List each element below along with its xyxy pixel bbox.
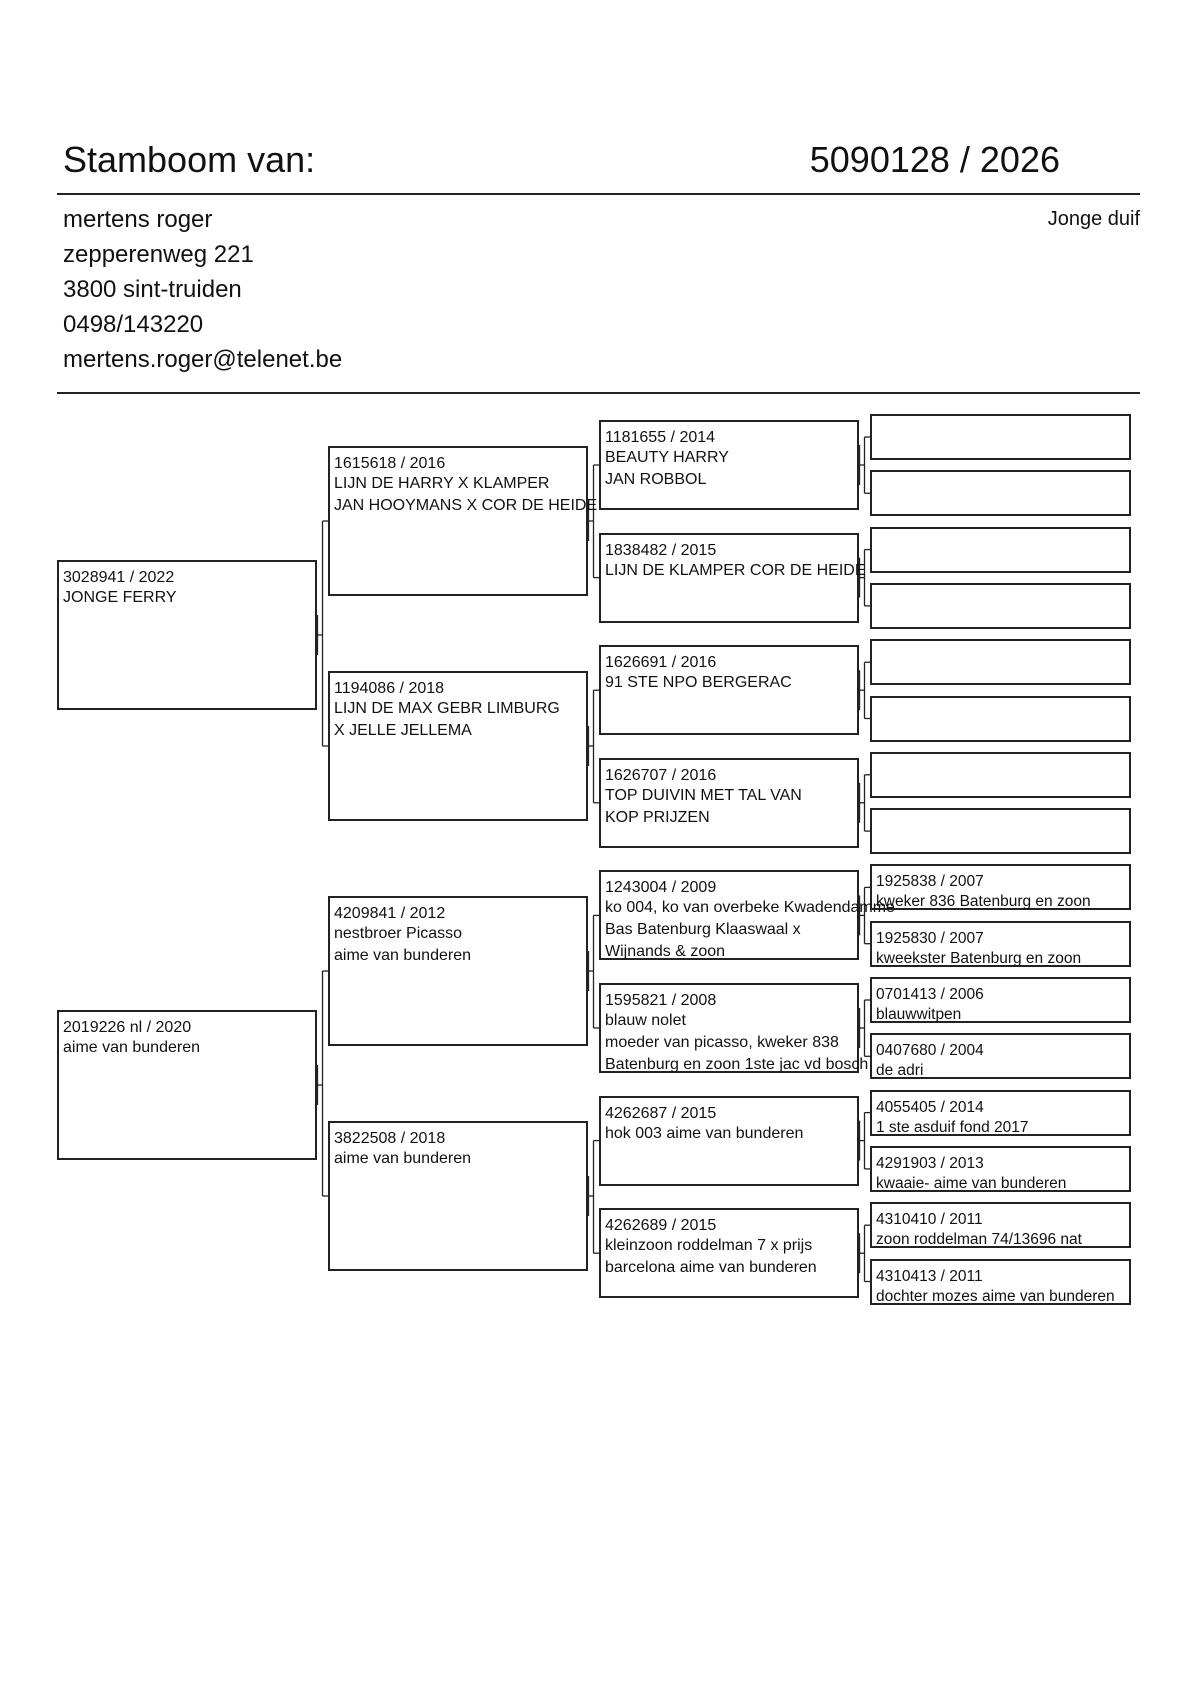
pedigree-note: LIJN DE KLAMPER COR DE HEIDE	[605, 561, 866, 579]
page-title: Stamboom van:	[63, 139, 316, 180]
pedigree-note: Wijnands & zoon	[605, 943, 726, 961]
pedigree-note: JAN ROBBOL	[605, 471, 707, 488]
pedigree-box-g4-3	[870, 526, 1131, 573]
pedigree-box-g4-8	[870, 808, 1131, 855]
pedigree-ring-number: 1838482 / 2015	[605, 541, 717, 559]
pedigree-note: barcelona aime van bunderen	[605, 1259, 817, 1277]
pedigree-ring-number: 4310410 / 2011	[876, 1211, 983, 1229]
owner-street: zepperenweg 221	[63, 241, 254, 268]
pedigree-ring-number: 4055405 / 2014	[876, 1098, 984, 1116]
pedigree-ring-number: 4262689 / 2015	[605, 1217, 717, 1235]
owner-divider	[57, 392, 1140, 394]
pedigree-box-g4-9: 1925838 / 2007 kweker 836 Batenburg en zo…	[870, 864, 1131, 911]
pedigree-note: blauw nolet	[605, 1012, 686, 1029]
owner-phone: 0498/143220	[63, 311, 204, 338]
pedigree-note: blauwwitpen	[876, 1006, 962, 1023]
pedigree-note: BEAUTY HARRY	[605, 449, 729, 466]
subject-ring-number: 5090128 / 2026	[809, 139, 1060, 180]
pedigree-ring-number: 4209841 / 2012	[334, 905, 446, 922]
pedigree-ring-number: 4262687 / 2015	[605, 1104, 717, 1122]
pedigree-box-ggp3: 1626691 / 2016 91 STE NPO BERGERAC	[599, 645, 859, 736]
pedigree-note: X JELLE JELLEMA	[334, 722, 472, 739]
pedigree-note: moeder van picasso, kweker 838	[605, 1034, 839, 1051]
pedigree-note: hok 003 aime van bunderen	[605, 1124, 804, 1142]
pedigree-note: kwaaie- aime van bunderen	[876, 1174, 1067, 1192]
pedigree-box-p2: 2019226 nl / 2020 aime van bunderen	[57, 1010, 317, 1160]
pedigree-note: LIJN DE HARRY X KLAMPER	[334, 475, 550, 492]
pedigree-note: Batenburg en zoon 1ste jac vd bosch	[605, 1056, 869, 1073]
pedigree-ring-number: 4291903 / 2013	[876, 1154, 984, 1172]
pedigree-box-gp4: 3822508 / 2018 aime van bunderen	[328, 1121, 588, 1271]
pedigree-ring-number: 0701413 / 2006	[876, 986, 984, 1003]
pedigree-note: kleinzoon roddelman 7 x prijs	[605, 1237, 813, 1255]
pedigree-ring-number: 1595821 / 2008	[605, 992, 717, 1009]
header-divider	[57, 193, 1140, 195]
pedigree-box-g4-10: 1925830 / 2007 kweekster Batenburg en zoo…	[870, 920, 1131, 967]
pedigree-note: ko 004, ko van overbeke Kwadendamme	[605, 899, 895, 917]
pedigree-box-ggp5: 1243004 / 2009 ko 004, ko van overbeke Kw…	[599, 870, 895, 961]
pedigree-note: LIJN DE MAX GEBR LIMBURG	[334, 700, 560, 717]
pedigree-ring-number: 1243004 / 2009	[605, 879, 717, 897]
pedigree-note: dochter mozes aime van bunderen	[876, 1287, 1115, 1305]
pedigree-box-g4-6	[870, 695, 1131, 742]
pedigree-note: kweekster Batenburg en zoon	[876, 949, 1082, 967]
pedigree-box-ggp7: 4262687 / 2015 hok 003 aime van bunderen	[599, 1095, 859, 1186]
pedigree-box-g4-1	[870, 414, 1131, 460]
pigeon-category: Jonge duif	[1047, 208, 1140, 230]
pedigree-note: zoon roddelman 74/13696 nat	[876, 1231, 1082, 1249]
pedigree-box-g4-14: 4291903 / 2013 kwaaie- aime van bunderen	[870, 1145, 1131, 1192]
pedigree-ring-number: 1925838 / 2007	[876, 873, 984, 891]
pedigree-ring-number: 4310413 / 2011	[876, 1267, 983, 1285]
pedigree-box-ggp8: 4262689 / 2015 kleinzoon roddelman 7 x pr…	[599, 1208, 859, 1299]
pedigree-box-g4-11: 0701413 / 2006 blauwwitpen	[870, 977, 1131, 1023]
pedigree-note: 91 STE NPO BERGERAC	[605, 674, 792, 692]
pedigree-note: 1 ste asduif fond 2017	[876, 1118, 1029, 1136]
pedigree-note: de adri	[876, 1062, 924, 1080]
pedigree-note: aime van bunderen	[334, 947, 471, 964]
pedigree-note: aime van bunderen	[334, 1150, 471, 1167]
pedigree-ring-number: 1194086 / 2018	[334, 680, 445, 697]
pedigree-box-g4-15: 4310410 / 2011 zoon roddelman 74/13696 na…	[870, 1202, 1131, 1249]
pedigree-box-gp3: 4209841 / 2012 nestbroer Picasso aime van …	[328, 896, 588, 1046]
pedigree-box-g4-16: 4310413 / 2011 dochter mozes aime van bun…	[870, 1258, 1131, 1305]
pedigree-ring-number: 2019226 nl / 2020	[63, 1019, 192, 1036]
pedigree-ring-number: 1925830 / 2007	[876, 929, 984, 947]
pedigree-note: kweker 836 Batenburg en zoon	[876, 893, 1091, 911]
pedigree-box-g4-12: 0407680 / 2004 de adri	[870, 1033, 1131, 1080]
pedigree-ring-number: 1626707 / 2016	[605, 766, 717, 784]
pedigree-box-g4-7	[870, 751, 1131, 798]
pedigree-note: JONGE FERRY	[63, 589, 177, 606]
owner-city: 3800 sint-truiden	[63, 276, 242, 303]
pedigree-note: JAN HOOYMANS X COR DE HEIDE	[334, 497, 598, 514]
pedigree-note: TOP DUIVIN MET TAL VAN	[605, 786, 802, 804]
pedigree-box-g4-4	[870, 582, 1131, 629]
pedigree-box-ggp6: 1595821 / 2008 blauw nolet moeder van pica…	[599, 983, 868, 1073]
pedigree-ring-number: 0407680 / 2004	[876, 1042, 984, 1060]
pedigree-ring-number: 3822508 / 2018	[334, 1130, 446, 1147]
pedigree-box-g4-5	[870, 639, 1131, 686]
pedigree-note: nestbroer Picasso	[334, 925, 463, 942]
pedigree-note: aime van bunderen	[63, 1039, 200, 1056]
pedigree-ring-number: 3028941 / 2022	[63, 569, 175, 586]
pedigree-box-g4-2	[870, 470, 1131, 517]
owner-email: mertens.roger@telenet.be	[63, 346, 343, 373]
pedigree-box-g4-13: 4055405 / 2014 1 ste asduif fond 2017	[870, 1089, 1131, 1136]
pedigree-ring-number: 1181655 / 2014	[605, 429, 716, 446]
owner-name: mertens roger	[63, 206, 213, 233]
pedigree-ring-number: 1626691 / 2016	[605, 654, 717, 672]
pedigree-note: Bas Batenburg Klaaswaal x	[605, 921, 801, 939]
pedigree-ring-number: 1615618 / 2016	[334, 455, 446, 472]
pedigree-note: KOP PRIJZEN	[605, 808, 710, 826]
